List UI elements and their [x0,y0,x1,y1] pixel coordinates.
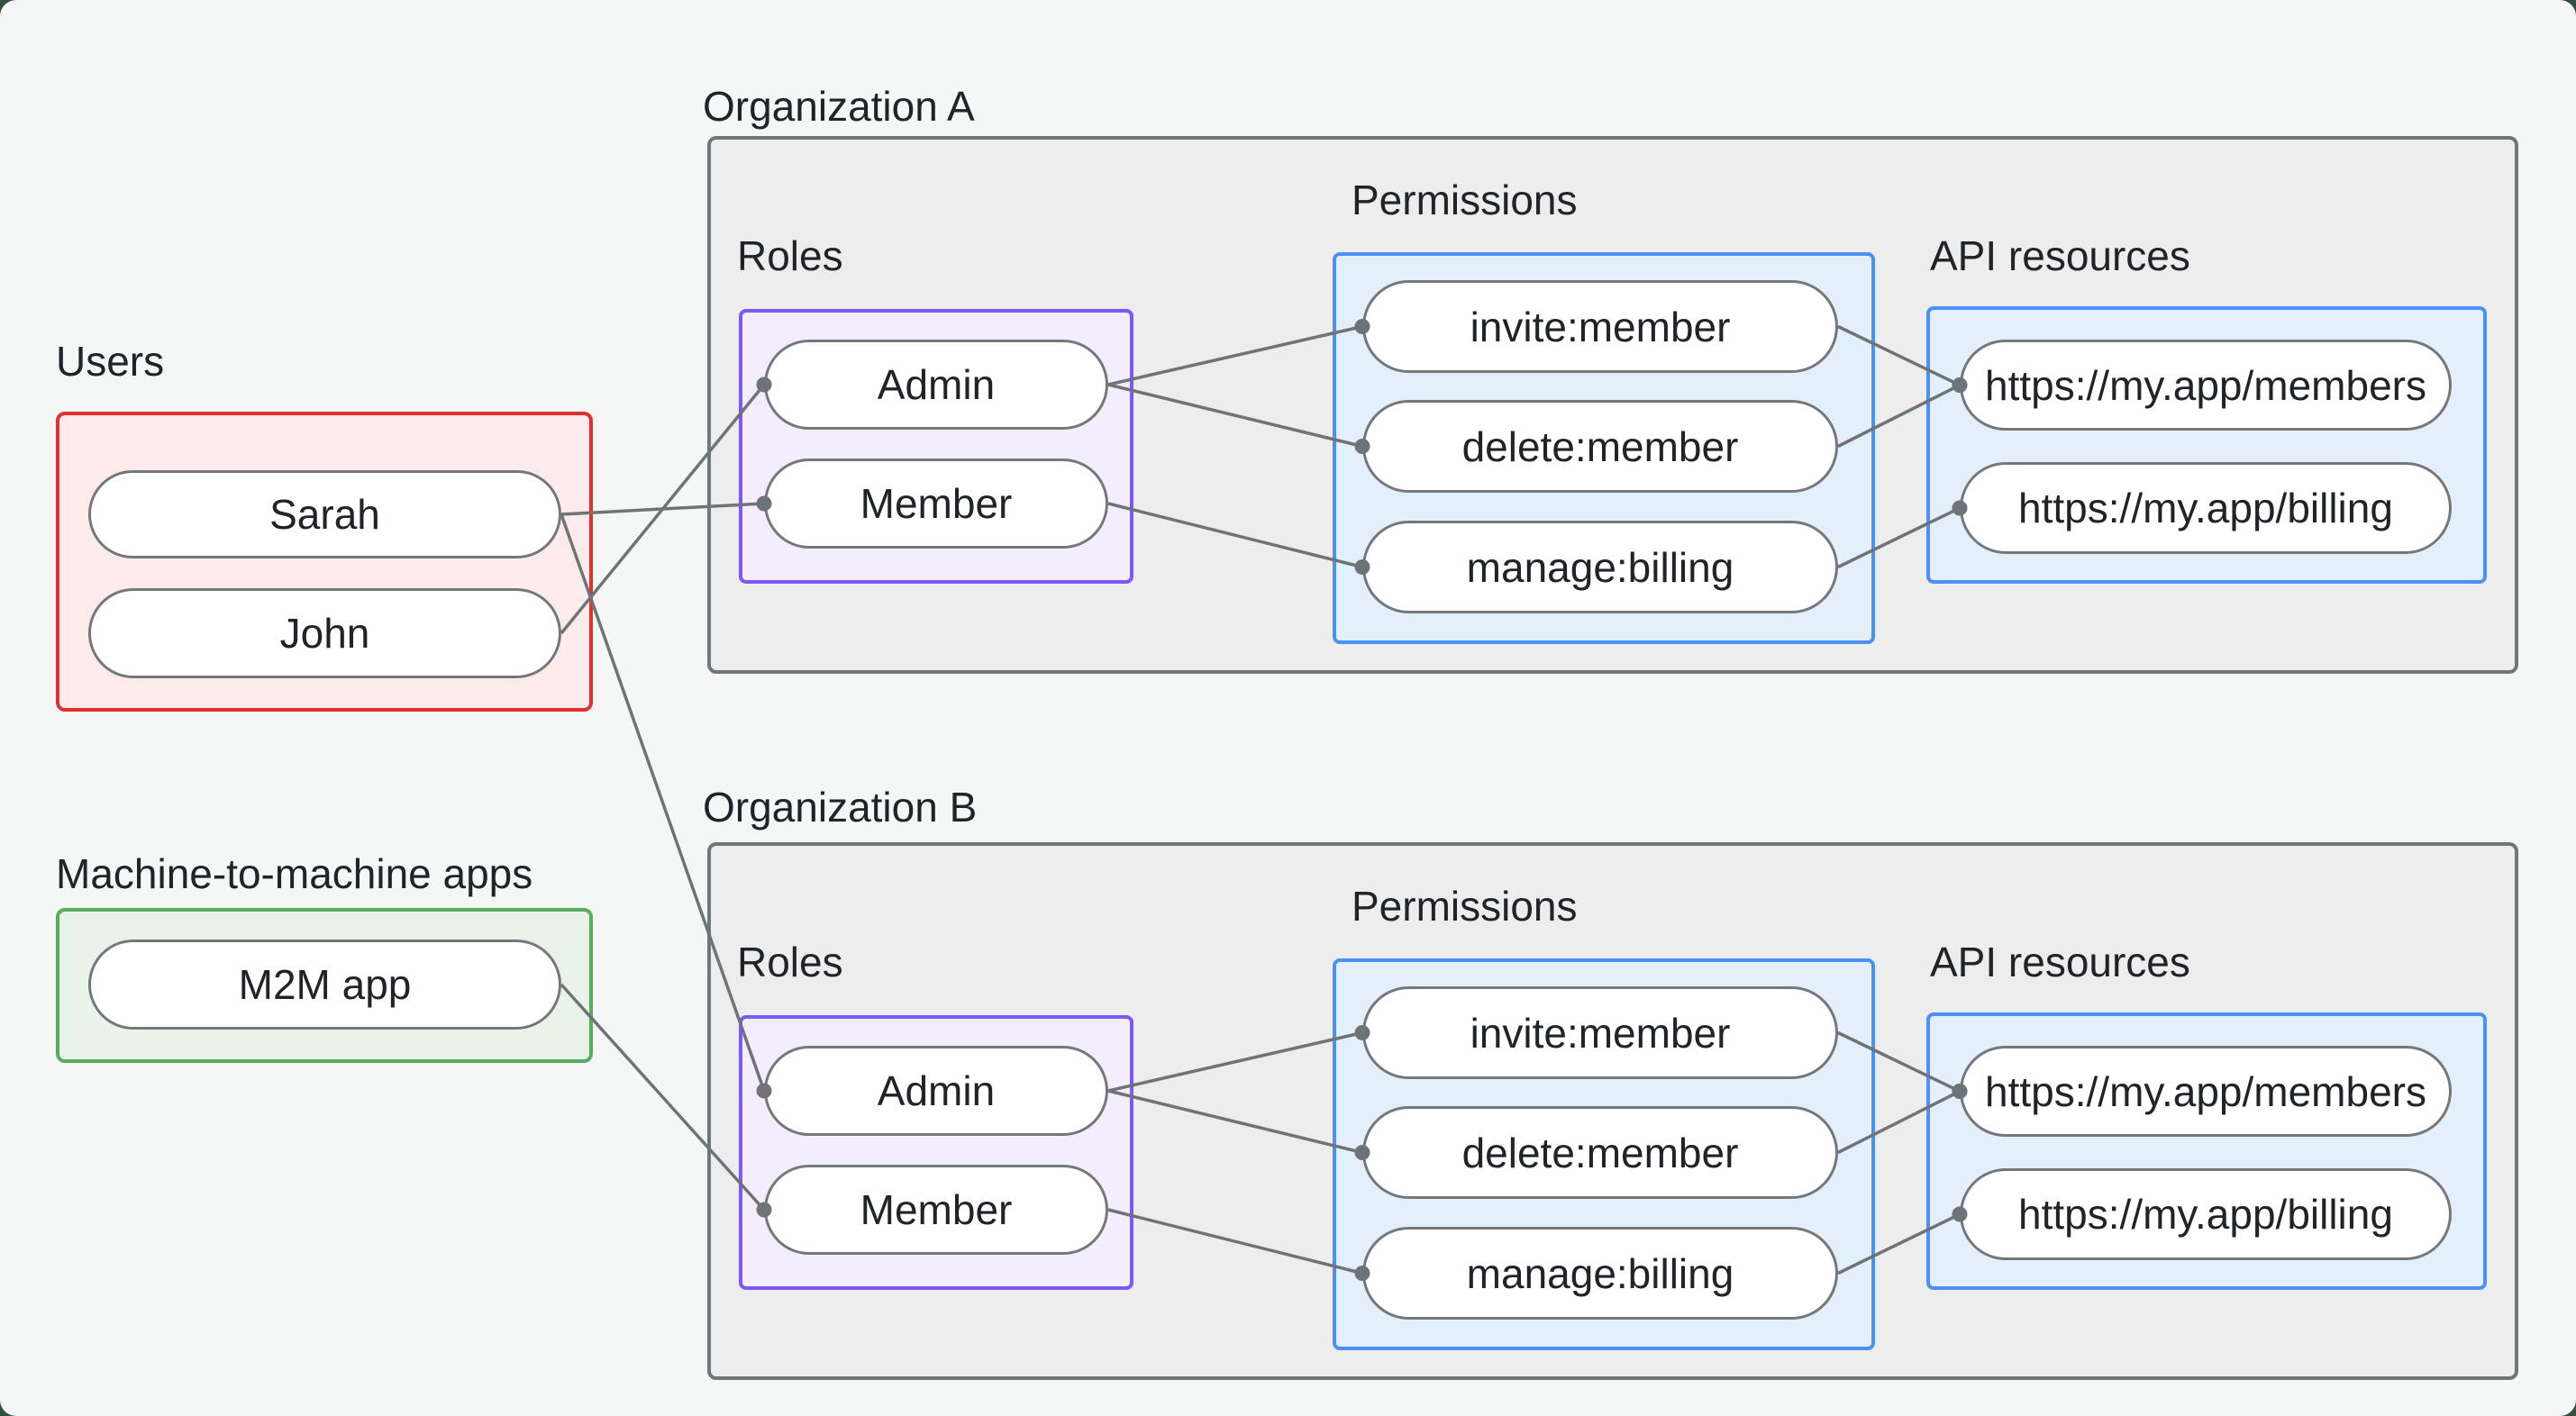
node-org-a-api-billing: https://my.app/billing [1960,462,2452,554]
users-section-label: Users [56,338,165,385]
org-b-permissions-label: Permissions [1352,883,1578,930]
org-a-title: Organization A [703,83,975,130]
node-org-b-perm-invite-member: invite:member [1362,986,1838,1079]
node-m2m-app: M2M app [88,939,561,1030]
node-org-b-perm-manage-billing: manage:billing [1362,1227,1838,1320]
org-b-roles-label: Roles [737,939,843,985]
node-user-sarah: Sarah [88,470,561,558]
org-a-roles-label: Roles [737,232,843,279]
node-org-a-perm-delete-member: delete:member [1362,400,1838,493]
org-b-api-resources-label: API resources [1930,939,2190,985]
node-org-a-perm-invite-member: invite:member [1362,280,1838,373]
node-org-b-api-billing: https://my.app/billing [1960,1168,2452,1260]
node-org-b-role-admin: Admin [764,1046,1108,1136]
node-org-b-perm-delete-member: delete:member [1362,1106,1838,1199]
node-org-a-perm-manage-billing: manage:billing [1362,521,1838,613]
m2m-section-label: Machine-to-machine apps [56,850,533,897]
node-org-a-api-members: https://my.app/members [1960,340,2452,431]
node-org-a-role-admin: Admin [764,340,1108,430]
node-org-b-api-members: https://my.app/members [1960,1046,2452,1137]
org-b-title: Organization B [703,784,978,831]
org-a-permissions-label: Permissions [1352,177,1578,223]
node-org-b-role-member: Member [764,1165,1108,1255]
node-user-john: John [88,588,561,678]
node-org-a-role-member: Member [764,458,1108,549]
org-a-api-resources-label: API resources [1930,232,2190,279]
